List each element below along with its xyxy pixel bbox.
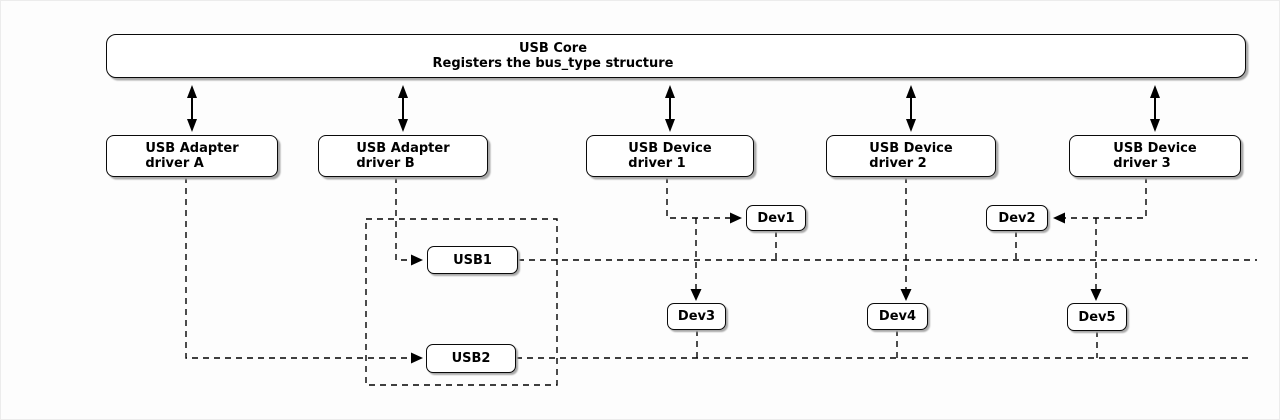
driver-label-line2: driver 2 <box>869 156 927 171</box>
driver-label-line1: USB Device <box>1113 141 1197 156</box>
core-driver-double-arrow <box>398 85 408 132</box>
usb-core-box: USB Core Registers the bus_type structur… <box>106 34 1246 78</box>
usb2-box: USB2 <box>426 344 516 373</box>
core-driver-double-arrow <box>1150 85 1160 132</box>
dev1-box: Dev1 <box>746 205 806 231</box>
driver-label-line2: driver 1 <box>628 156 686 171</box>
dev4-label: Dev4 <box>878 309 917 324</box>
connector-driver1-dev3 <box>690 218 702 301</box>
connector-driver1-dev1 <box>666 177 742 224</box>
connector-driver-a-usb2 <box>185 177 423 364</box>
driver-label-line1: USB Device <box>869 141 953 156</box>
driver-label-line1: USB Device <box>628 141 712 156</box>
usb1-box: USB1 <box>427 246 518 274</box>
dev5-label: Dev5 <box>1078 309 1116 325</box>
driver-label-line2: driver B <box>356 156 415 171</box>
dev4-box: Dev4 <box>867 303 928 330</box>
bus-group-outline <box>365 218 558 386</box>
dev2-label: Dev2 <box>998 210 1036 226</box>
driver-label-line2: driver A <box>145 156 204 171</box>
dev5-box: Dev5 <box>1067 303 1127 331</box>
dev3-box: Dev3 <box>667 303 726 330</box>
core-driver-double-arrow <box>187 85 197 132</box>
driver-label-line1: USB Adapter <box>356 141 450 156</box>
usb1-label: USB1 <box>453 252 492 268</box>
dev2-box: Dev2 <box>986 205 1048 231</box>
connector-driver-b-usb1 <box>395 177 423 266</box>
connector-driver2-dev4 <box>900 177 912 301</box>
usb-core-subtitle: Registers the bus_type structure <box>432 56 674 71</box>
device-driver-3-box: USB Device driver 3 <box>1069 135 1241 177</box>
connector-driver3-dev5 <box>1090 218 1102 301</box>
driver-label-line1: USB Adapter <box>145 141 239 156</box>
dev3-label: Dev3 <box>677 309 716 324</box>
usb2-label: USB2 <box>451 351 491 366</box>
adapter-driver-b-box: USB Adapter driver B <box>318 135 488 177</box>
device-driver-1-box: USB Device driver 1 <box>586 135 754 177</box>
core-driver-double-arrow <box>665 85 675 132</box>
dev1-label: Dev1 <box>757 210 795 226</box>
usb-core-title: USB Core <box>518 41 588 56</box>
connector-driver3-dev2 <box>1053 177 1147 224</box>
core-driver-double-arrow <box>906 85 916 132</box>
device-driver-2-box: USB Device driver 2 <box>826 135 996 177</box>
driver-label-line2: driver 3 <box>1113 156 1171 171</box>
adapter-driver-a-box: USB Adapter driver A <box>106 135 278 177</box>
